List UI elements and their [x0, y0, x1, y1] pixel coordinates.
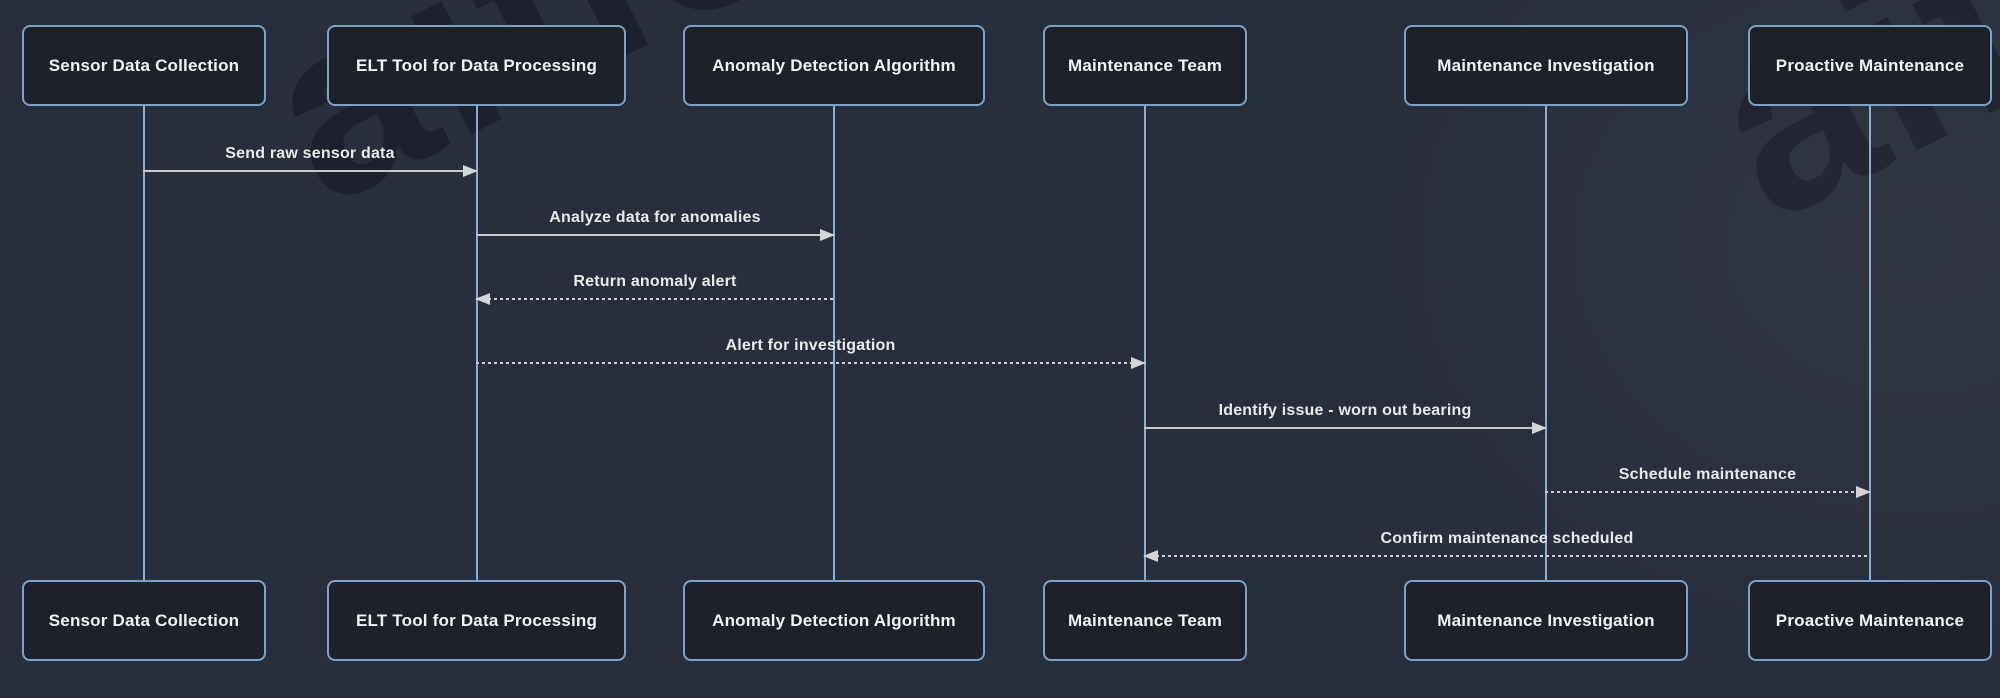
actor-label: Proactive Maintenance — [1775, 610, 1965, 630]
actor-box-maintenance-team[interactable]: Maintenance Team — [1043, 25, 1247, 106]
actor-box-proactive-maintenance-bottom[interactable]: Proactive Maintenance — [1748, 580, 1992, 661]
actor-box-maintenance-investigation[interactable]: Maintenance Investigation — [1404, 25, 1688, 106]
actor-label: Sensor Data Collection — [48, 55, 240, 75]
message-identify-issue[interactable]: Identify issue - worn out bearing — [1144, 395, 1547, 434]
arrowhead-right-icon — [463, 165, 478, 177]
actor-box-sensor-data-collection-bottom[interactable]: Sensor Data Collection — [22, 580, 266, 661]
lifeline-elt-tool — [476, 106, 478, 580]
message-send-raw-sensor-data[interactable]: Send raw sensor data — [143, 138, 478, 177]
arrowhead-right-icon — [1532, 422, 1547, 434]
message-label: Return anomaly alert — [573, 273, 737, 290]
arrowhead-right-icon — [820, 229, 835, 241]
message-label: Identify issue - worn out bearing — [1218, 402, 1472, 419]
lifeline-anomaly-detection — [833, 106, 835, 580]
arrowhead-right-icon — [1856, 486, 1871, 498]
message-alert-for-investigation[interactable]: Alert for investigation — [476, 330, 1146, 369]
actor-label: Proactive Maintenance — [1775, 55, 1965, 75]
actor-box-anomaly-detection-bottom[interactable]: Anomaly Detection Algorithm — [683, 580, 985, 661]
message-label: Alert for investigation — [725, 337, 896, 354]
message-confirm-maintenance-scheduled[interactable]: Confirm maintenance scheduled — [1143, 523, 1870, 562]
arrowhead-left-icon — [1143, 550, 1158, 562]
actor-label: Sensor Data Collection — [48, 610, 240, 630]
actor-box-sensor-data-collection[interactable]: Sensor Data Collection — [22, 25, 266, 106]
message-label: Schedule maintenance — [1618, 466, 1797, 483]
message-arrow — [143, 165, 478, 177]
actor-label: ELT Tool for Data Processing — [355, 610, 598, 630]
message-arrow — [476, 229, 835, 241]
actor-box-maintenance-team-bottom[interactable]: Maintenance Team — [1043, 580, 1247, 661]
actor-box-maintenance-investigation-bottom[interactable]: Maintenance Investigation — [1404, 580, 1688, 661]
message-arrow — [1144, 422, 1547, 434]
message-analyze-data[interactable]: Analyze data for anomalies — [476, 202, 835, 241]
lifeline-sensor-data-collection — [143, 106, 145, 580]
actor-label: Maintenance Team — [1067, 610, 1223, 630]
actor-box-elt-tool[interactable]: ELT Tool for Data Processing — [327, 25, 626, 106]
actor-box-elt-tool-bottom[interactable]: ELT Tool for Data Processing — [327, 580, 626, 661]
actor-label: ELT Tool for Data Processing — [355, 55, 598, 75]
actor-label: Maintenance Team — [1067, 55, 1223, 75]
actor-label: Maintenance Investigation — [1437, 55, 1655, 75]
message-label: Send raw sensor data — [225, 145, 395, 162]
actor-box-proactive-maintenance[interactable]: Proactive Maintenance — [1748, 25, 1992, 106]
message-return-anomaly-alert[interactable]: Return anomaly alert — [475, 266, 834, 305]
arrowhead-right-icon — [1131, 357, 1146, 369]
lifeline-proactive-maintenance — [1869, 106, 1871, 580]
actor-label: Anomaly Detection Algorithm — [712, 55, 956, 75]
lifeline-maintenance-team — [1144, 106, 1146, 580]
actor-label: Anomaly Detection Algorithm — [712, 610, 956, 630]
message-arrow — [475, 293, 834, 305]
message-arrow — [1545, 486, 1871, 498]
actor-box-anomaly-detection[interactable]: Anomaly Detection Algorithm — [683, 25, 985, 106]
message-label: Confirm maintenance scheduled — [1380, 530, 1634, 547]
arrowhead-left-icon — [475, 293, 490, 305]
message-arrow — [1143, 550, 1870, 562]
actor-label: Maintenance Investigation — [1437, 610, 1655, 630]
message-label: Analyze data for anomalies — [549, 209, 761, 226]
message-arrow — [476, 357, 1146, 369]
message-schedule-maintenance[interactable]: Schedule maintenance — [1545, 459, 1871, 498]
lifeline-maintenance-investigation — [1545, 106, 1547, 580]
